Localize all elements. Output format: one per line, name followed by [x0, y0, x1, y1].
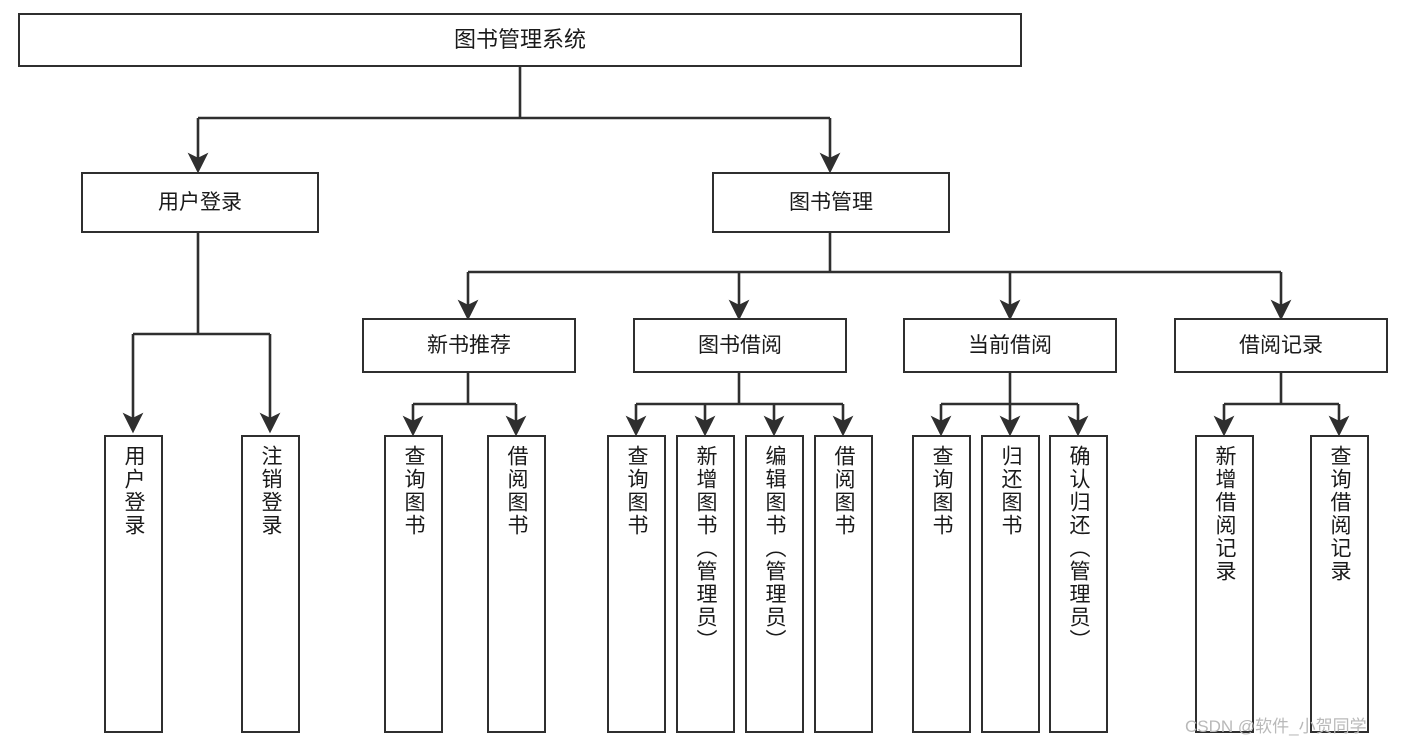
node-borrow-record-label: 借阅记录: [1239, 333, 1323, 357]
node-new-book-recommend[interactable]: 新书推荐: [362, 318, 576, 373]
node-current-borrow[interactable]: 当前借阅: [903, 318, 1117, 373]
node-root[interactable]: 图书管理系统: [18, 13, 1022, 67]
leaf-new-book-query-label: 查询图书: [402, 445, 425, 537]
node-book-borrow[interactable]: 图书借阅: [633, 318, 847, 373]
node-current-borrow-label: 当前借阅: [968, 333, 1052, 357]
leaf-book-borrow-add[interactable]: 新增图书（管理员）: [676, 435, 735, 733]
csdn-watermark: CSDN @软件_小贺同学: [1185, 717, 1367, 736]
leaf-borrow-record-query[interactable]: 查询借阅记录: [1310, 435, 1369, 733]
node-root-label: 图书管理系统: [453, 26, 586, 52]
leaf-book-borrow-borrow-label: 借阅图书: [832, 445, 855, 537]
leaf-current-borrow-return-label: 归还图书: [999, 445, 1022, 537]
leaf-new-book-borrow[interactable]: 借阅图书: [487, 435, 546, 733]
leaf-current-borrow-confirm-label: 确认归还（管理员）: [1067, 445, 1090, 652]
node-user-login[interactable]: 用户登录: [81, 172, 319, 233]
leaf-borrow-record-add-label: 新增借阅记录: [1213, 445, 1236, 583]
node-borrow-record[interactable]: 借阅记录: [1174, 318, 1388, 373]
leaf-user-login-login[interactable]: 用户登录: [104, 435, 163, 733]
leaf-book-borrow-edit-label: 编辑图书（管理员）: [763, 445, 786, 652]
leaf-new-book-query[interactable]: 查询图书: [384, 435, 443, 733]
leaf-current-borrow-confirm[interactable]: 确认归还（管理员）: [1049, 435, 1108, 733]
leaf-book-borrow-query[interactable]: 查询图书: [607, 435, 666, 733]
leaf-current-borrow-query[interactable]: 查询图书: [912, 435, 971, 733]
node-user-login-label: 用户登录: [158, 190, 242, 214]
node-book-borrow-label: 图书借阅: [698, 333, 782, 357]
leaf-user-login-login-label: 用户登录: [122, 445, 145, 537]
node-book-management-label: 图书管理: [789, 190, 873, 214]
leaf-user-login-logout-label: 注销登录: [259, 445, 282, 537]
leaf-new-book-borrow-label: 借阅图书: [505, 445, 528, 537]
leaf-book-borrow-borrow[interactable]: 借阅图书: [814, 435, 873, 733]
leaf-book-borrow-edit[interactable]: 编辑图书（管理员）: [745, 435, 804, 733]
leaf-borrow-record-query-label: 查询借阅记录: [1328, 445, 1351, 583]
leaf-book-borrow-query-label: 查询图书: [625, 445, 648, 537]
leaf-borrow-record-add[interactable]: 新增借阅记录: [1195, 435, 1254, 733]
leaf-book-borrow-add-label: 新增图书（管理员）: [694, 445, 717, 652]
leaf-current-borrow-return[interactable]: 归还图书: [981, 435, 1040, 733]
leaf-user-login-logout[interactable]: 注销登录: [241, 435, 300, 733]
node-book-management[interactable]: 图书管理: [712, 172, 950, 233]
leaf-current-borrow-query-label: 查询图书: [930, 445, 953, 537]
node-new-book-recommend-label: 新书推荐: [427, 333, 511, 357]
